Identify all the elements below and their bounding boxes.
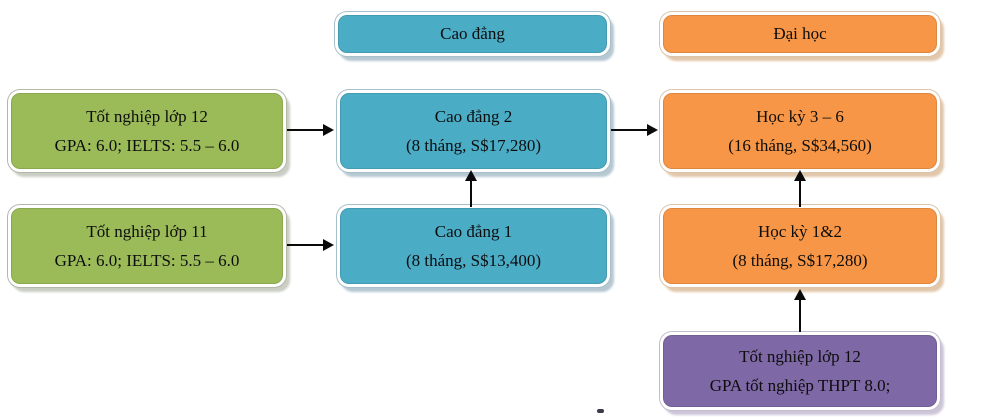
arrow-right-icon [323, 124, 334, 136]
node-detail: GPA: 6.0; IELTS: 5.5 – 6.0 [54, 251, 240, 271]
node-cao-dang-2: Cao đẳng 2 (8 tháng, S$17,280) [337, 90, 610, 172]
node-title: Tốt nghiệp lớp 12 [739, 347, 861, 367]
arrow-grad12-to-caodang2 [287, 124, 334, 136]
arrow-line [470, 178, 472, 207]
column-header-dai-hoc: Đại học [660, 12, 940, 56]
arrow-line [799, 178, 801, 207]
arrow-caodang2-to-hocky36 [611, 124, 658, 136]
arrow-up-icon [794, 170, 806, 181]
arrow-line [611, 129, 649, 131]
node-detail: GPA tốt nghiệp THPT 8.0; [709, 375, 891, 395]
arrow-grad11-to-caodang1 [287, 239, 334, 251]
column-header-label: Đại học [773, 24, 827, 44]
node-title: Cao đẳng 1 [434, 221, 513, 241]
node-detail: (16 tháng, S$34,560) [728, 136, 872, 156]
node-grad12-thpt: Tốt nghiệp lớp 12 GPA tốt nghiệp THPT 8.… [660, 332, 940, 410]
node-cao-dang-1: Cao đẳng 1 (8 tháng, S$13,400) [337, 205, 610, 287]
node-title: Cao đẳng 2 [434, 106, 513, 126]
node-detail: GPA: 6.0; IELTS: 5.5 – 6.0 [54, 136, 240, 156]
column-header-label: Cao đẳng [440, 24, 505, 44]
node-detail: (8 tháng, S$13,400) [405, 251, 542, 271]
node-title: Tốt nghiệp lớp 11 [86, 221, 208, 241]
node-hoc-ky-1-2: Học kỳ 1&2 (8 tháng, S$17,280) [660, 205, 940, 287]
node-detail: (8 tháng, S$17,280) [732, 251, 868, 271]
arrow-caodang1-to-caodang2 [465, 170, 477, 207]
arrow-up-icon [794, 289, 806, 300]
node-title: Tốt nghiệp lớp 12 [86, 106, 208, 126]
arrow-line [287, 244, 325, 246]
arrow-grad12thpt-to-hocky12 [794, 289, 806, 332]
node-hoc-ky-3-6: Học kỳ 3 – 6 (16 tháng, S$34,560) [660, 90, 940, 172]
arrow-right-icon [647, 124, 658, 136]
column-header-cao-dang: Cao đẳng [335, 12, 610, 56]
arrow-hocky12-to-hocky36 [794, 170, 806, 207]
node-title: Học kỳ 3 – 6 [756, 106, 844, 126]
arrow-right-icon [323, 239, 334, 251]
arrow-line [799, 297, 801, 332]
node-title: Học kỳ 1&2 [757, 221, 843, 241]
node-grad11: Tốt nghiệp lớp 11 GPA: 6.0; IELTS: 5.5 –… [8, 205, 286, 287]
arrow-line [287, 129, 325, 131]
node-grad12: Tốt nghiệp lớp 12 GPA: 6.0; IELTS: 5.5 –… [8, 90, 286, 172]
arrow-up-icon [465, 170, 477, 181]
node-detail: (8 tháng, S$17,280) [405, 136, 542, 156]
cropped-text-fragment [597, 409, 604, 413]
